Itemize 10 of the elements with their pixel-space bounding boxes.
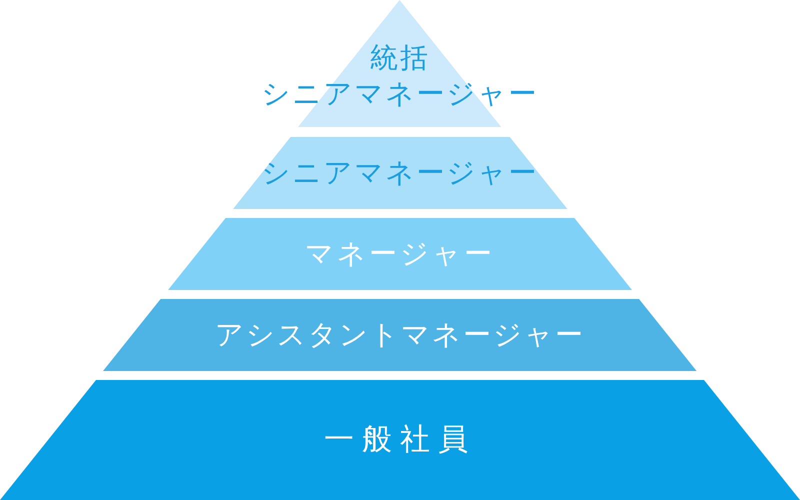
layer-label: 一般社員 <box>324 422 476 458</box>
layer-label: シニアマネージャー <box>261 155 538 191</box>
pyramid-layer <box>0 380 800 500</box>
pyramid-layer <box>232 137 568 209</box>
layer-label: シニアマネージャー <box>261 76 538 112</box>
layer-label: アシスタントマネージャー <box>214 317 585 353</box>
layer-label: 統括 <box>370 40 430 76</box>
pyramid-layer <box>103 299 697 371</box>
pyramid-layer <box>168 218 632 290</box>
layer-label: マネージャー <box>305 236 495 272</box>
